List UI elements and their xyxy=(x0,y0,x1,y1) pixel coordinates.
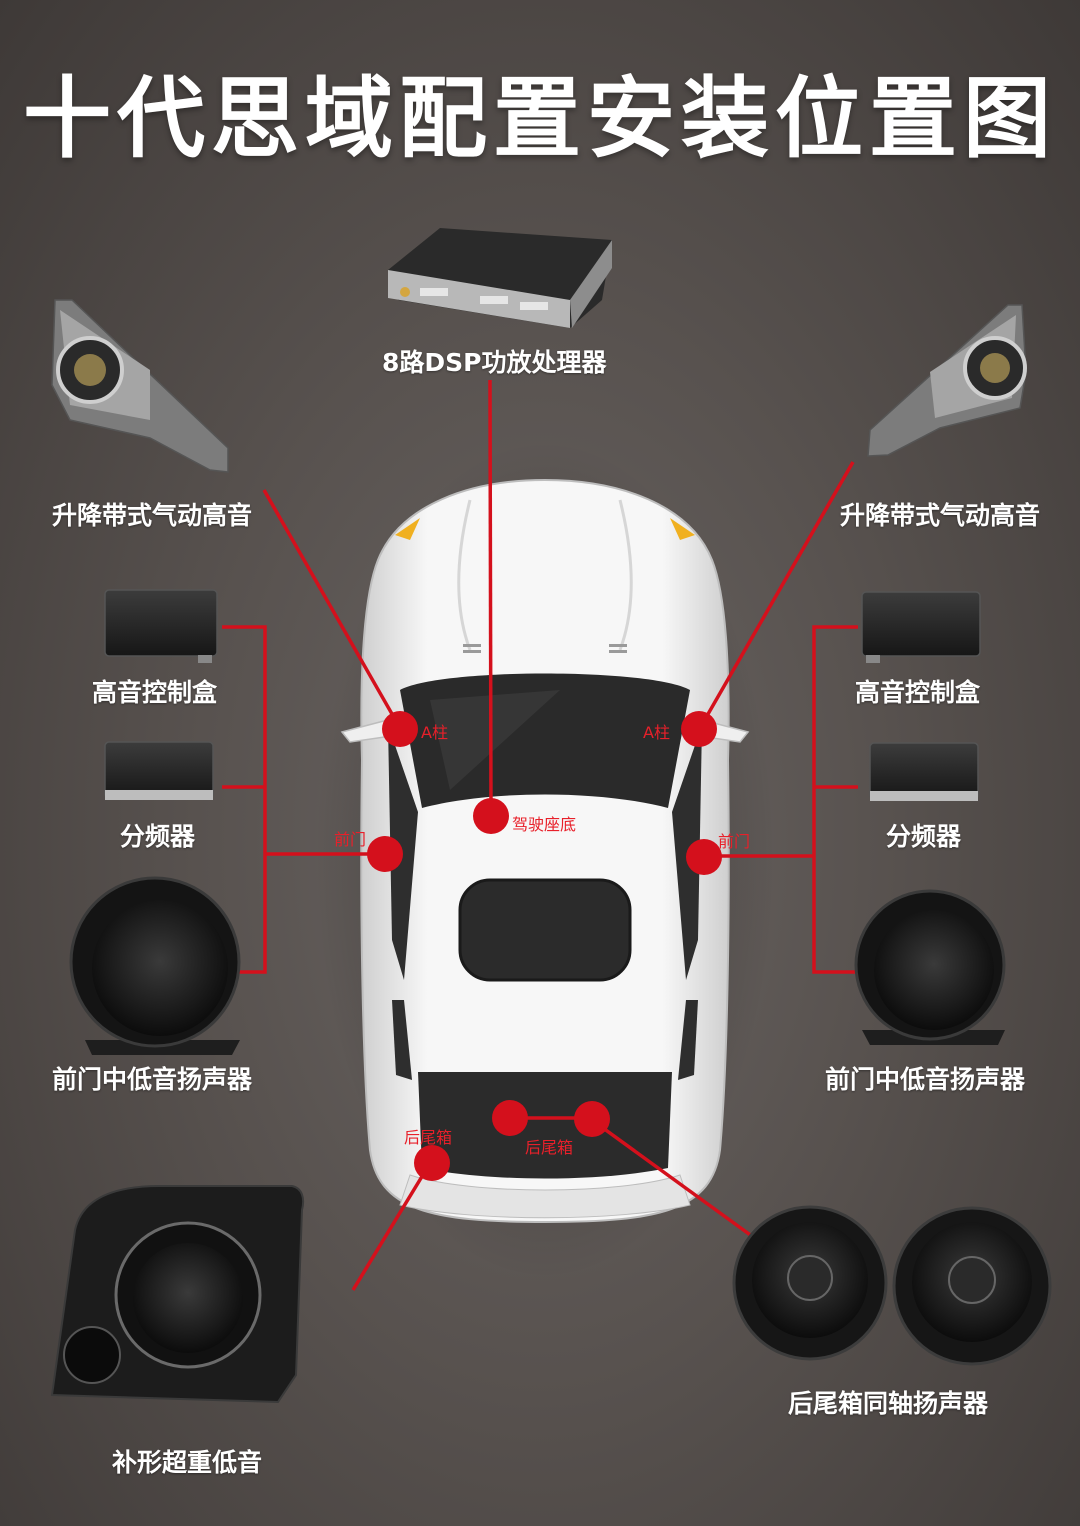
tweeter-control-right-label: 高音控制盒 xyxy=(855,678,981,707)
trunk-right-dot xyxy=(574,1101,610,1137)
front-door-left-dot xyxy=(367,836,403,872)
page-title: 十代思域配置安装位置图 xyxy=(22,67,1057,170)
rear-window xyxy=(418,1072,672,1179)
front-door-right-dot xyxy=(686,839,722,875)
a-pillar-right-dot xyxy=(681,711,717,747)
subwoofer-enclosure-image xyxy=(50,1185,305,1404)
woofer-left-image xyxy=(69,876,241,1055)
a-pillar-left-marker: A柱 xyxy=(421,723,448,742)
a-pillar-left-dot xyxy=(382,711,418,747)
trunk-left-dot xyxy=(414,1145,450,1181)
car-body xyxy=(360,478,730,1224)
tweeter-control-box-right-image xyxy=(861,591,981,663)
driver-seat-marker: 驾驶座底 xyxy=(512,815,577,834)
tweeter-control-left-label: 高音控制盒 xyxy=(92,678,218,707)
dsp-unit-image xyxy=(388,228,612,328)
tweeter-pod-left-image xyxy=(51,299,229,473)
front-door-speaker-right-label: 前门中低音扬声器 xyxy=(825,1065,1026,1094)
marker-dots xyxy=(367,711,722,1181)
subwoofer-label: 补形超重低音 xyxy=(112,1448,263,1477)
coaxial-speaker-right-image xyxy=(892,1206,1052,1366)
front-door-left-marker: 前门 xyxy=(334,830,367,849)
left-headlight xyxy=(395,518,420,540)
crossover-left-label: 分频器 xyxy=(120,822,196,851)
crossover-right-image xyxy=(869,742,979,801)
driver-seat-dot xyxy=(473,798,509,834)
front-door-speaker-left-label: 前门中低音扬声器 xyxy=(52,1065,253,1094)
front-door-right-marker: 前门 xyxy=(718,832,751,851)
trunk-center-marker: 后尾箱 xyxy=(525,1138,574,1157)
crossover-left-image xyxy=(104,741,214,800)
right-headlight xyxy=(670,518,695,540)
connector-lines xyxy=(222,379,858,1291)
tweeter-right-label: 升降带式气动高音 xyxy=(840,501,1041,530)
trunk-left-marker: 后尾箱 xyxy=(404,1128,453,1147)
trunk-center-dot xyxy=(492,1100,528,1136)
car-top-view xyxy=(340,478,750,1224)
left-side-window xyxy=(388,725,418,980)
tweeter-pod-right-image xyxy=(867,304,1027,457)
windshield xyxy=(400,673,690,808)
coaxial-speaker-left-image xyxy=(732,1205,888,1361)
crossover-right-label: 分频器 xyxy=(886,822,962,851)
sunroof xyxy=(458,878,632,982)
tweeter-left-label: 升降带式气动高音 xyxy=(52,501,253,530)
tweeter-control-box-left-image xyxy=(104,589,218,663)
woofer-right-image xyxy=(854,889,1006,1045)
rear-coaxial-label: 后尾箱同轴扬声器 xyxy=(788,1389,989,1418)
dsp-label: 8路DSP功放处理器 xyxy=(382,348,607,377)
a-pillar-right-marker: A柱 xyxy=(643,723,670,742)
